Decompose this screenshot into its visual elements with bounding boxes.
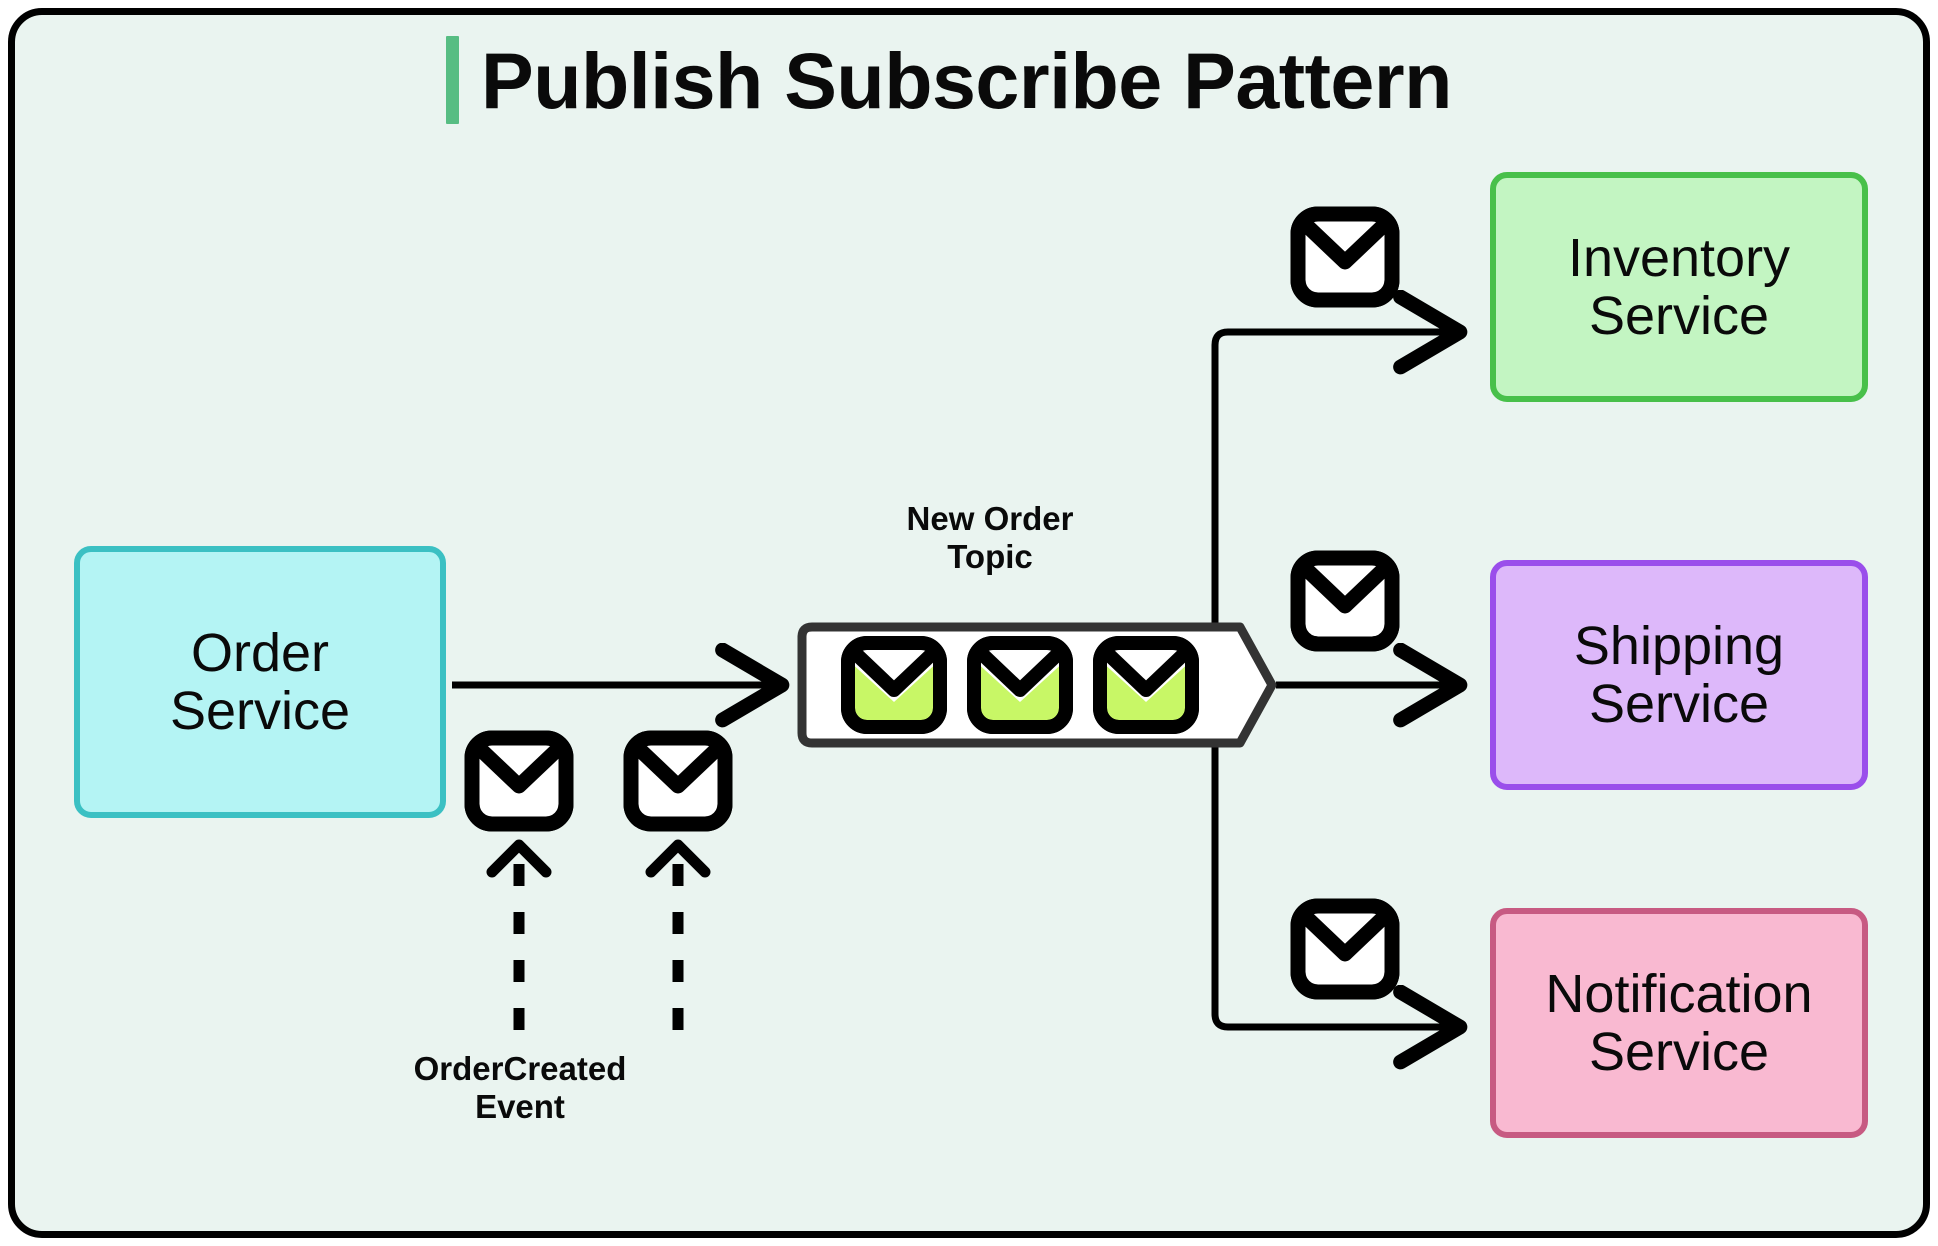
node-inventory-service-line1: Inventory bbox=[1567, 227, 1791, 288]
node-shipping-service-line2: Service bbox=[1588, 674, 1770, 734]
topic-label-line2: Topic bbox=[947, 537, 1033, 575]
node-shipping-service[interactable]: Shipping Service bbox=[1490, 560, 1868, 790]
node-order-service-line2: Service bbox=[169, 681, 351, 741]
topic-label-line1: New Order bbox=[906, 500, 1074, 537]
event-label-line1: OrderCreated bbox=[413, 1050, 627, 1087]
node-order-service[interactable]: Order Service bbox=[74, 546, 446, 818]
page-title: Publish Subscribe Pattern bbox=[446, 36, 1452, 124]
node-notification-service[interactable]: Notification Service bbox=[1490, 908, 1868, 1138]
node-inventory-service[interactable]: Inventory Service bbox=[1490, 172, 1868, 402]
event-label: OrderCreated Event bbox=[380, 1050, 660, 1126]
event-label-line2: Event bbox=[475, 1087, 565, 1125]
node-shipping-service-line1: Shipping bbox=[1573, 615, 1785, 676]
node-notification-service-line2: Service bbox=[1588, 1022, 1770, 1082]
node-inventory-service-line2: Service bbox=[1588, 286, 1770, 346]
node-order-service-line1: Order bbox=[190, 622, 330, 683]
topic-label: New Order Topic bbox=[880, 500, 1100, 576]
node-notification-service-line1: Notification bbox=[1545, 963, 1813, 1024]
title-accent-bar bbox=[446, 36, 459, 124]
title-label: Publish Subscribe Pattern bbox=[481, 35, 1452, 125]
